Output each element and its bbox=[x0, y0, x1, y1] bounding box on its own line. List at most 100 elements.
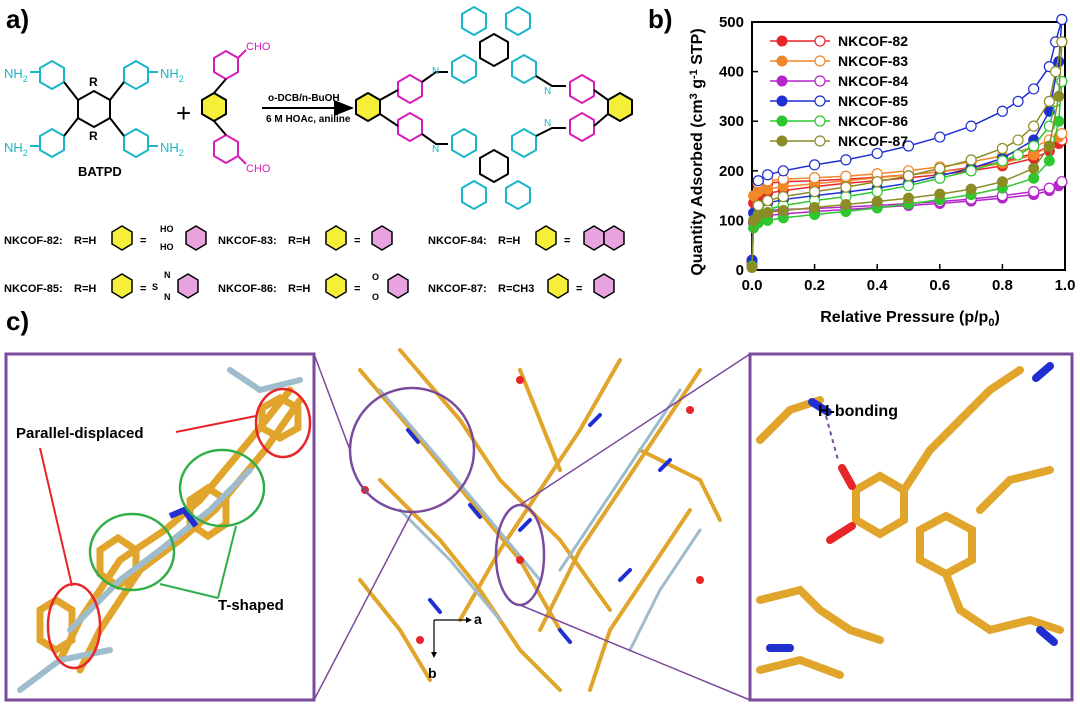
desorption-point bbox=[752, 175, 764, 187]
svg-text:=: = bbox=[140, 235, 146, 247]
left-zoom-box: Parallel-displaced T-shaped bbox=[4, 352, 316, 702]
desorption-point bbox=[1028, 120, 1040, 132]
desorption-point bbox=[934, 131, 946, 143]
adsorption-point bbox=[965, 183, 977, 195]
t-shaped-label: T-shaped bbox=[218, 597, 284, 614]
desorption-point bbox=[996, 155, 1008, 167]
svg-text:=: = bbox=[564, 235, 570, 247]
desorption-point bbox=[871, 186, 883, 198]
variant-83: NKCOF-83: R=H = bbox=[218, 225, 393, 251]
desorption-point bbox=[965, 154, 977, 166]
x-tick-label: 0.6 bbox=[929, 277, 950, 294]
x-tick-label: 0.4 bbox=[867, 277, 889, 294]
desorption-point bbox=[809, 172, 821, 184]
svg-text:NKCOF-83:: NKCOF-83: bbox=[218, 235, 277, 247]
adsorption-point bbox=[1028, 172, 1040, 184]
legend-marker-open bbox=[814, 75, 826, 87]
right-zoom-box: H-bonding bbox=[748, 352, 1074, 702]
legend-label: NKCOF-82 bbox=[838, 33, 908, 49]
svg-text:NKCOF-86:: NKCOF-86: bbox=[218, 283, 277, 295]
y-tick-label: 0 bbox=[736, 262, 744, 279]
svg-text:N: N bbox=[432, 66, 439, 77]
plus-sign: + bbox=[176, 98, 191, 128]
legend-entry: NKCOF-86 bbox=[770, 113, 908, 129]
desorption-point bbox=[996, 142, 1008, 155]
chart-legend: NKCOF-82NKCOF-83NKCOF-84NKCOF-85NKCOF-86… bbox=[770, 33, 908, 149]
legend-entry: NKCOF-85 bbox=[770, 93, 908, 109]
adsorption-point bbox=[934, 188, 946, 200]
desorption-point bbox=[752, 199, 764, 212]
reaction-scheme: NH2 NH2 NH2 NH2 R R BATPD + CHO CHO o-DC… bbox=[4, 5, 633, 302]
series-NKCOF-87 bbox=[746, 36, 1068, 274]
svg-text:=: = bbox=[354, 283, 360, 295]
x-tick-label: 0.0 bbox=[742, 277, 763, 294]
variant-87: NKCOF-87: R=CH3 = bbox=[428, 273, 615, 299]
svg-text:N: N bbox=[544, 86, 551, 97]
svg-text:=: = bbox=[576, 283, 582, 295]
svg-text:NKCOF-82:: NKCOF-82: bbox=[4, 235, 63, 247]
x-tick-label: 0.8 bbox=[992, 277, 1013, 294]
center-lattice-view: a b bbox=[313, 348, 751, 701]
svg-text:R=H: R=H bbox=[288, 235, 310, 247]
legend-marker-filled bbox=[776, 115, 788, 127]
panel-label-b: b) bbox=[648, 4, 673, 34]
y-tick-label: 300 bbox=[719, 113, 744, 130]
svg-text:=: = bbox=[140, 283, 146, 295]
svg-text:HO: HO bbox=[160, 242, 174, 252]
desorption-point bbox=[871, 176, 883, 188]
desorption-point bbox=[840, 181, 852, 193]
desorption-point bbox=[1012, 149, 1024, 161]
svg-text:R=H: R=H bbox=[288, 283, 310, 295]
adsorption-point bbox=[1028, 162, 1040, 174]
svg-text:=: = bbox=[354, 235, 360, 247]
desorption-point bbox=[1028, 83, 1040, 95]
desorption-point bbox=[1043, 120, 1055, 132]
desorption-point bbox=[902, 140, 915, 152]
desorption-point bbox=[902, 180, 915, 192]
legend-marker-open bbox=[814, 55, 826, 67]
desorption-point bbox=[777, 165, 789, 177]
adsorption-point bbox=[777, 204, 789, 216]
adsorption-point bbox=[840, 199, 852, 211]
desorption-point bbox=[1056, 75, 1068, 88]
svg-text:NH2: NH2 bbox=[160, 140, 184, 158]
svg-text:N: N bbox=[164, 270, 171, 280]
svg-text:NH2: NH2 bbox=[4, 66, 28, 84]
desorption-point bbox=[762, 169, 774, 181]
svg-text:NH2: NH2 bbox=[4, 140, 28, 158]
desorption-point bbox=[871, 147, 883, 160]
variant-84: NKCOF-84: R=H = bbox=[428, 225, 625, 251]
legend-label: NKCOF-85 bbox=[838, 93, 908, 109]
adsorption-point bbox=[746, 262, 758, 274]
adsorption-point bbox=[1043, 140, 1055, 152]
legend-label: NKCOF-86 bbox=[838, 113, 908, 129]
y-axis-label: Quantity Adsorbed (cm3 g-1 STP) bbox=[688, 28, 706, 275]
adsorption-point bbox=[762, 206, 774, 218]
variant-82: NKCOF-82: R=H = HO HO bbox=[4, 224, 207, 252]
y-tick-label: 400 bbox=[719, 64, 744, 81]
h-bonding-label: H-bonding bbox=[818, 403, 898, 420]
svg-text:N: N bbox=[164, 292, 171, 302]
svg-text:R=H: R=H bbox=[74, 283, 96, 295]
svg-text:NH2: NH2 bbox=[160, 66, 184, 84]
desorption-point bbox=[1056, 13, 1068, 26]
svg-text:R=CH3: R=CH3 bbox=[498, 283, 534, 295]
y-tick-label: 100 bbox=[719, 212, 744, 229]
svg-text:R: R bbox=[89, 129, 98, 143]
legend-label: NKCOF-84 bbox=[838, 73, 908, 89]
adsorption-point bbox=[809, 202, 821, 214]
axis-indicator: a b bbox=[428, 611, 482, 681]
svg-text:S: S bbox=[152, 282, 158, 292]
svg-text:R: R bbox=[89, 75, 98, 89]
desorption-point bbox=[1056, 128, 1068, 140]
parallel-displaced-label: Parallel-displaced bbox=[16, 425, 144, 442]
adsorption-point bbox=[1043, 155, 1055, 167]
adsorption-point bbox=[871, 196, 883, 208]
desorption-point bbox=[1043, 95, 1055, 107]
desorption-point bbox=[1050, 65, 1062, 78]
desorption-point bbox=[996, 105, 1008, 117]
y-tick-label: 500 bbox=[719, 14, 744, 31]
desorption-point bbox=[840, 170, 852, 182]
svg-text:CHO: CHO bbox=[246, 163, 271, 175]
chart-series bbox=[746, 13, 1068, 274]
